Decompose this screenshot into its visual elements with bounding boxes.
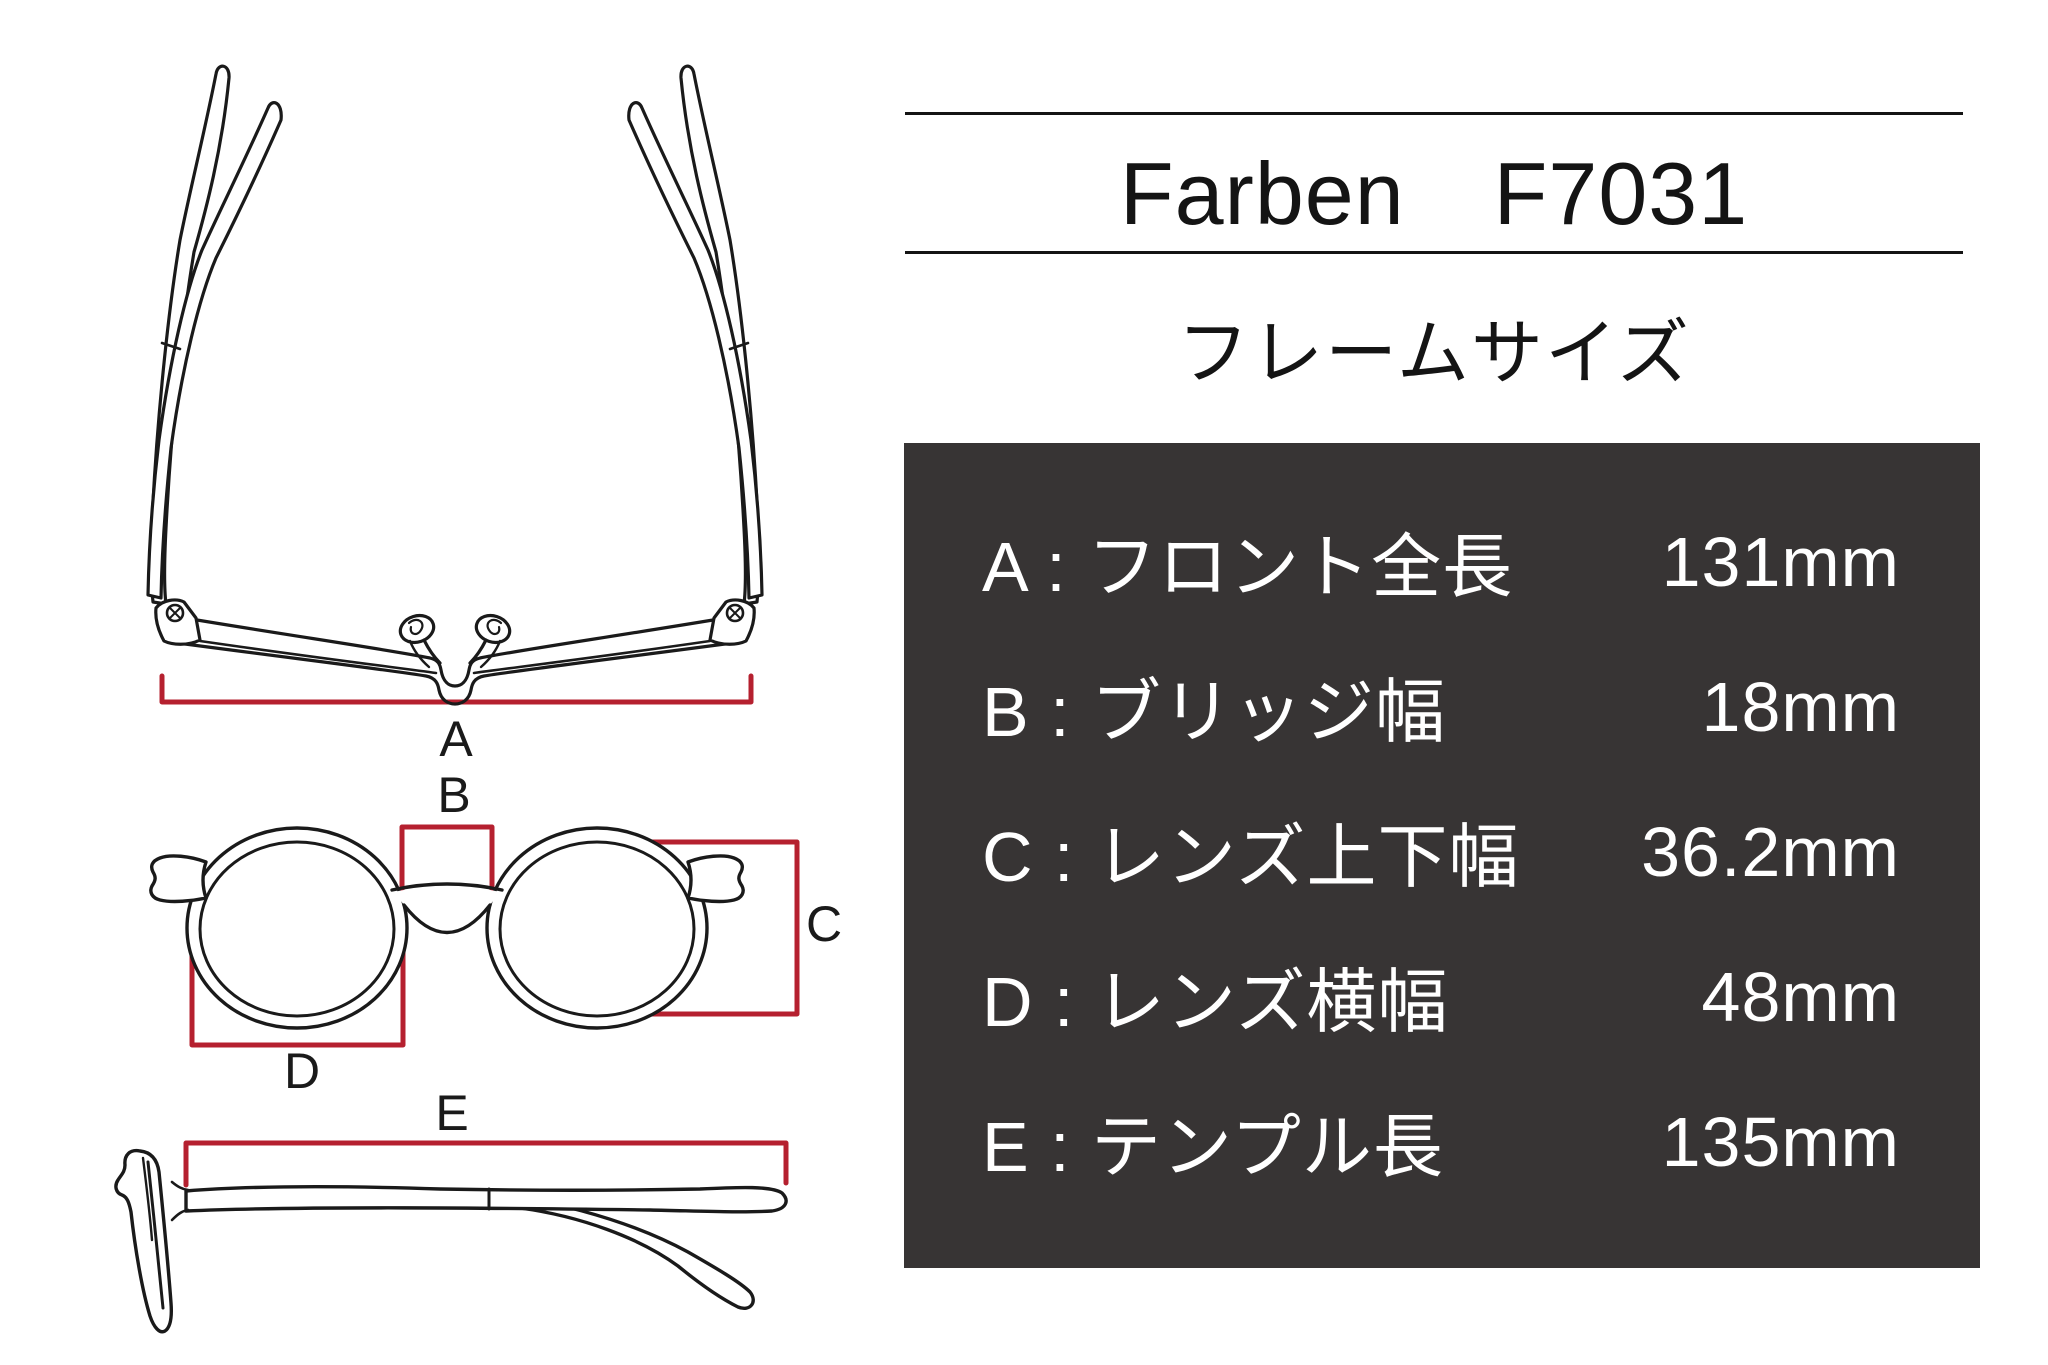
table-row: B : ブリッジ幅 18mm [982,634,1900,779]
bridge-fill [394,886,500,933]
end-piece-front-right [686,854,745,904]
page-title: Farben F7031 [1119,144,1749,243]
measurement-label: E : テンプル長 [982,1108,1444,1186]
end-piece-front-left [149,854,208,904]
label-d: D [284,1043,320,1099]
temple-top-left [146,64,283,606]
glasses-top-view: A [146,64,764,767]
label-a: A [439,711,473,767]
temple-near-side [184,1184,788,1214]
label-c: C [806,896,842,952]
measurement-label: D : レンズ横幅 [982,963,1449,1041]
measurement-label: B : ブリッジ幅 [982,673,1447,751]
glasses-diagrams: A B C D [114,64,842,1334]
glasses-front-view: B C D [149,767,842,1099]
dimension-bracket-a [159,673,754,705]
front-bar-top-view [168,618,742,706]
table-row: A : フロント全長 131mm [982,489,1900,634]
measurement-label: C : レンズ上下幅 [982,818,1520,896]
bridge-top-line [390,882,504,892]
nose-pad-left [398,613,442,669]
bridge-bottom-line [402,903,492,935]
rim-side-profile [114,1148,174,1334]
end-piece-left [154,598,202,646]
dimension-bracket-e [183,1140,789,1188]
measurement-value: 36.2mm [1641,812,1900,891]
frame-size-heading: フレームサイズ [1177,314,1691,394]
size-table: A : フロント全長 131mm B : ブリッジ幅 18mm C : レンズ上下幅 36… [904,443,1980,1268]
glasses-side-view: E [114,1085,789,1334]
temple-far-side [518,1195,755,1310]
table-row: C : レンズ上下幅 36.2mm [982,779,1900,924]
lens-left-inner [198,840,396,1018]
end-piece-right [708,598,756,646]
measurement-label: A : フロント全長 [982,528,1514,606]
table-row: D : レンズ横幅 48mm [982,924,1900,1069]
hinge-mark-left [160,341,182,351]
hinge-mark-right [728,341,750,351]
title-divider-top [905,112,1963,115]
nose-pad-right [468,613,512,669]
title-divider-bottom [905,251,1963,254]
measurement-value: 135mm [1661,1102,1900,1181]
label-e: E [435,1085,468,1141]
label-b: B [437,767,470,823]
lens-right-inner [498,840,696,1018]
measurement-value: 131mm [1661,522,1900,601]
measurement-value: 18mm [1701,667,1900,746]
measurement-value: 48mm [1701,957,1900,1036]
temple-top-right [627,64,764,606]
table-row: E : テンプル長 135mm [982,1069,1900,1214]
